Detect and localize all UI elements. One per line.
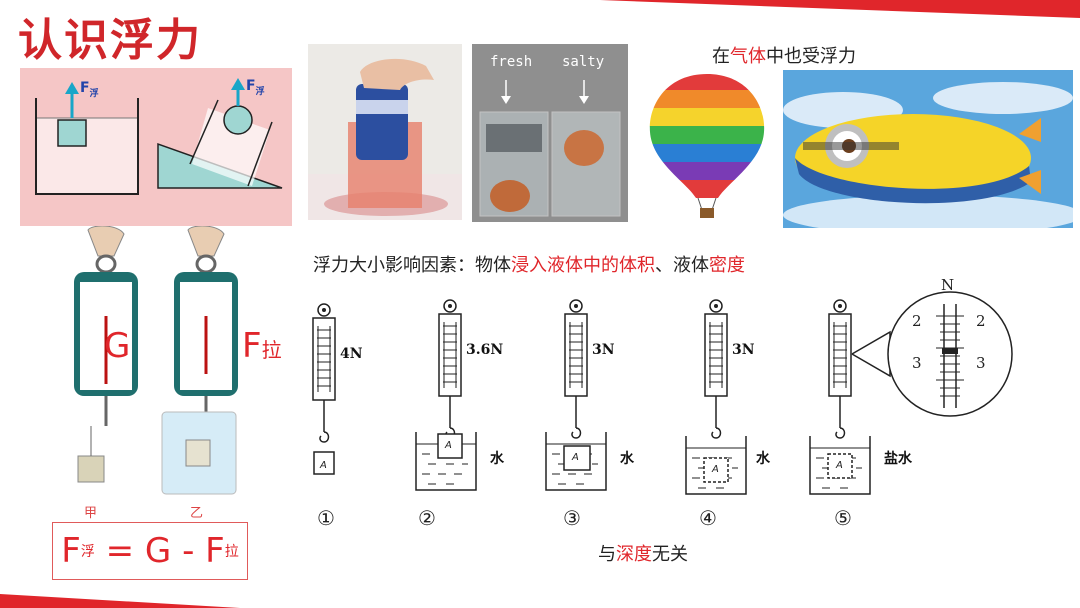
factors-caption: 浮力大小影响因素：物体浸入液体中的体积、液体密度 [313,255,745,276]
arrow-down-icon [579,96,589,104]
pull-force-label: F拉 [242,326,282,366]
floating-block [57,119,87,147]
depth-caption: 与深度无关 [598,544,688,565]
floating-ball [223,105,253,135]
label-yi: 乙 [190,506,204,521]
fresh-label: fresh [490,54,533,70]
zoom-callout [851,291,1013,417]
spring-scale-pair [74,226,238,495]
liquid-label-3: 水 [620,451,634,467]
page-title: 认识浮力 [18,15,202,66]
zoom-tick-2-right: 2 [976,312,986,330]
gravity-label: G [104,326,131,366]
reading-1: 4N [340,346,363,362]
egg-water-photo: fresh salty [472,44,628,222]
block-4 [703,457,729,483]
block-letter-1: A [320,460,327,471]
stage-number-3: ③ [563,506,581,530]
block-2 [437,433,463,459]
bottom-red-stripe [0,594,240,608]
incline-diagram [157,78,283,189]
zoom-tick-3-right: 3 [976,354,986,372]
force-label-right: F浮 [246,78,265,97]
stage-number-5: ⑤ [834,506,852,530]
block-3 [563,445,591,471]
gas-caption: 在气体中也受浮力 [712,46,856,67]
block-5 [827,453,853,479]
block-letter-2: A [445,440,452,451]
buoyancy-diagram [35,78,283,195]
block-letter-3: A [572,452,579,463]
liquid-label-4: 水 [756,451,770,467]
zoom-unit: N [941,276,955,294]
liquid-label-2: 水 [490,451,504,467]
minion-blimp-photo [783,70,1073,228]
salty-label: salty [562,54,605,70]
reading-3: 3N [592,342,615,358]
stage-number-2: ② [418,506,436,530]
stage-number-1: ① [317,506,335,530]
buoyancy-diagram-panel: F浮 F浮 [20,68,292,226]
top-red-stripe [600,0,1080,18]
block-letter-4: A [712,464,719,475]
beaker-diagram [35,82,139,195]
block-letter-5: A [836,460,843,471]
experiment-diagrams [312,291,1013,495]
stage-number-4: ④ [699,506,717,530]
liquid-label-5: 盐水 [884,451,912,467]
arrow-up-icon [231,78,245,90]
zoom-tick-3-left: 3 [912,354,922,372]
zoom-tick-2-left: 2 [912,312,922,330]
can-in-water-photo [308,44,462,220]
spring-scale-b [161,226,238,495]
arrow-up-icon [65,82,79,94]
reading-2: 3.6N [466,342,504,358]
hot-air-balloon-photo [640,70,774,222]
spring-scale-a [74,226,138,483]
label-jia: 甲 [84,506,98,521]
arrow-down-icon [501,96,511,104]
reading-4: 3N [732,342,755,358]
force-label-left: F浮 [80,80,99,99]
block-1 [313,451,335,475]
